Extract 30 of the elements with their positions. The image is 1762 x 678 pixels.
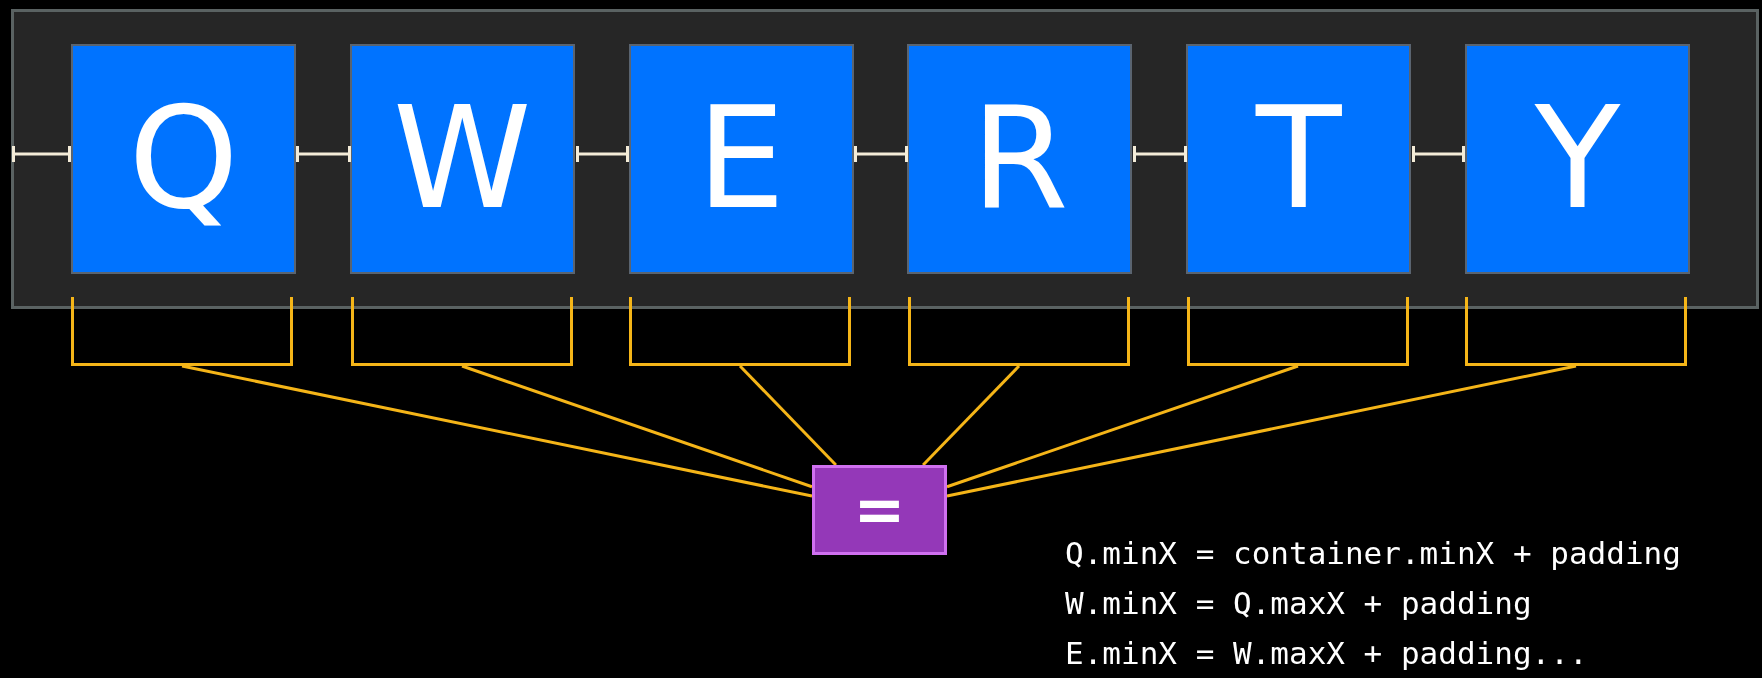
equals-box <box>812 465 947 555</box>
width-bracket <box>1465 297 1687 366</box>
code-line: W.minX = Q.maxX + padding <box>1065 585 1532 621</box>
code-line: E.minX = W.maxX + padding... <box>1065 635 1588 671</box>
width-bracket <box>1187 297 1409 366</box>
code-line: Q.minX = container.minX + padding <box>1065 535 1681 571</box>
connector-line <box>946 364 1299 489</box>
connector-line <box>922 364 1021 467</box>
key-box <box>71 44 296 274</box>
key-box <box>907 44 1133 274</box>
key-box <box>1465 44 1690 274</box>
letter-label: W <box>393 89 532 229</box>
connector-line <box>738 364 837 467</box>
letter-label: Y <box>1534 89 1621 229</box>
letter-label: E <box>696 89 786 229</box>
connector-line <box>461 364 813 489</box>
letter-label: R <box>971 89 1069 229</box>
key-box <box>628 44 854 274</box>
width-bracket <box>351 297 573 366</box>
key-box <box>1186 44 1412 274</box>
width-bracket <box>71 297 293 366</box>
width-bracket <box>908 297 1130 366</box>
key-box <box>349 44 575 274</box>
equals-sign: = <box>853 479 906 541</box>
container-panel <box>11 9 1759 309</box>
connector-line <box>181 364 813 498</box>
width-bracket <box>629 297 851 366</box>
letter-label: Q <box>128 89 239 229</box>
letter-label: T <box>1255 89 1342 229</box>
connector-line <box>946 364 1577 498</box>
